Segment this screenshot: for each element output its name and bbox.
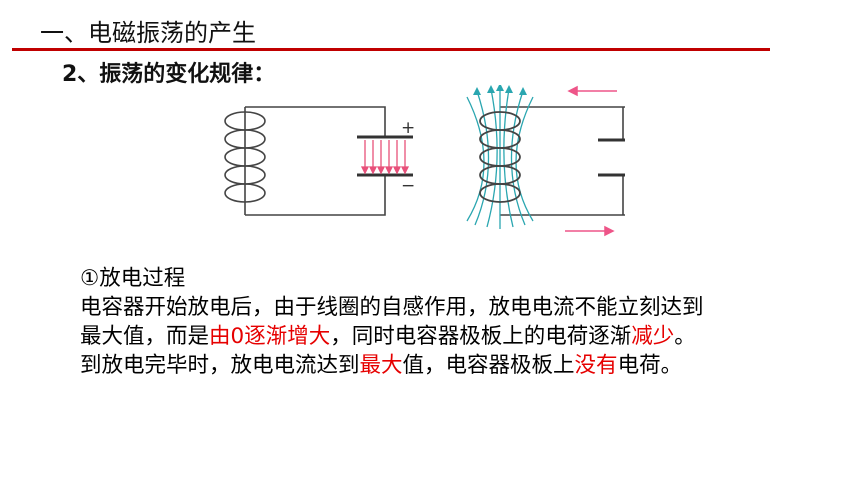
- discharge-heading: ①放电过程: [80, 266, 186, 291]
- sub-title: 2、振荡的变化规律：: [62, 62, 276, 87]
- text-line-2: 最大值，而是由0逐渐增大，同时电容器极板上的电荷逐渐减少。: [80, 324, 696, 349]
- minus-sign: −: [401, 176, 415, 196]
- explanation-text: ①放电过程 电容器开始放电后，由于线圈的自感作用，放电电流不能立刻达到 最大值，…: [80, 264, 820, 380]
- text-line-3: 到放电完毕时，放电电流达到最大值，电容器极板上没有电荷。: [80, 353, 683, 378]
- circuit-wire: [245, 106, 386, 216]
- highlight-none: 没有: [574, 353, 618, 378]
- current-arrow-top: [567, 85, 617, 97]
- text-line-1: 电容器开始放电后，由于线圈的自感作用，放电电流不能立刻达到: [80, 295, 704, 320]
- highlight-increase: 由0逐渐增大: [209, 324, 331, 349]
- circuit-discharged: [466, 85, 625, 237]
- circuit-charged: + −: [224, 106, 415, 216]
- highlight-maximum: 最大: [359, 353, 403, 378]
- highlight-decrease: 减少: [631, 324, 675, 349]
- magnetic-field-arrowheads: [473, 85, 527, 95]
- inductor-coil: [224, 111, 266, 203]
- lc-circuit-diagram: + −: [224, 85, 625, 237]
- inductor-coil-right: [479, 111, 521, 203]
- magnetic-field-lines: [466, 87, 534, 229]
- electric-field-arrows: [360, 140, 410, 175]
- current-arrow-bottom: [565, 225, 615, 237]
- title-divider: [12, 48, 770, 51]
- plus-sign: +: [401, 118, 415, 138]
- circuit-wire-right: [500, 106, 625, 216]
- section-title: 一、电磁振荡的产生: [40, 19, 256, 47]
